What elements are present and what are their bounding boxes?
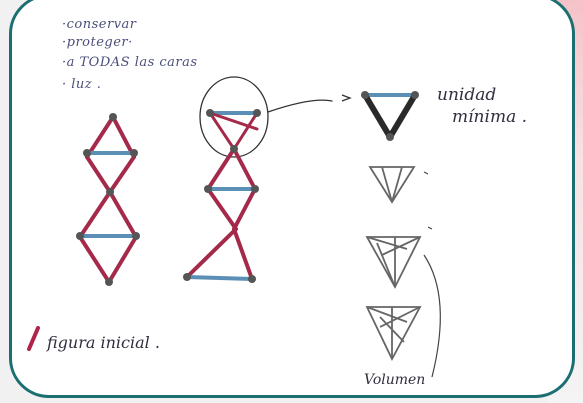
note-line-1: ·conservar: [62, 17, 137, 32]
legend-swatch: [29, 328, 38, 349]
initial-figure-label: figura inicial .: [47, 333, 160, 352]
progression-triangles: [367, 167, 440, 377]
unit-label-top: unidad: [437, 85, 496, 105]
unit-label-bottom: mínima .: [452, 107, 527, 127]
unit-triangle: [342, 91, 419, 141]
note-line-3: ·a TODAS las caras: [62, 55, 198, 70]
initial-figure-left: [76, 113, 140, 286]
volume-label: Volumen: [364, 372, 425, 388]
sketch-card: ·conservar ·proteger· ·a TODAS las caras…: [9, 0, 575, 398]
note-line-4: · luz .: [62, 77, 101, 92]
initial-figure-right: [183, 77, 332, 283]
note-line-2: ·proteger·: [62, 35, 133, 50]
